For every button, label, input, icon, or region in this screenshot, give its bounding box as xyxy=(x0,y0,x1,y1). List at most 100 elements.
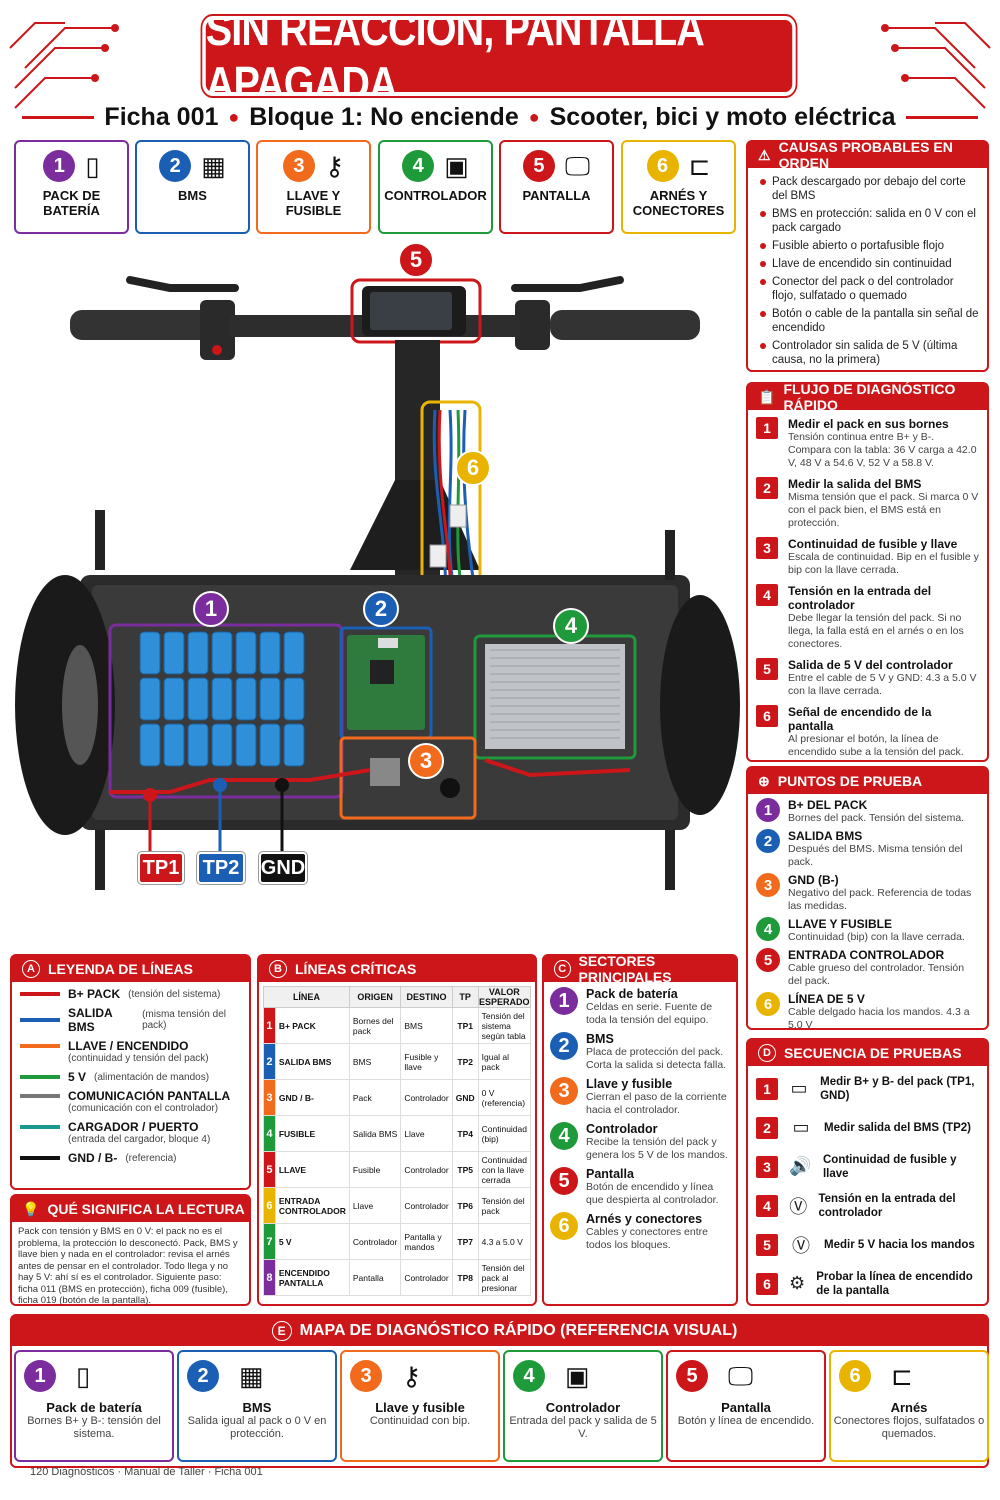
map-card-number: 4 xyxy=(513,1360,545,1392)
map-card-desc: Entrada del pack y salida de 5 V. xyxy=(509,1415,657,1440)
sector-number: 5 xyxy=(550,1167,578,1195)
test-point-title: SALIDA BMS xyxy=(788,829,863,843)
sequence-title: SECUENCIA DE PRUEBAS xyxy=(784,1045,962,1061)
step-title: Medir el pack en sus bornes xyxy=(788,417,949,431)
component-number: 3 xyxy=(282,150,315,182)
cell-origen: Salida BMS xyxy=(348,1115,402,1152)
legend-name: LLAVE / ENCENDIDO xyxy=(68,1039,189,1053)
battery-cell xyxy=(211,723,233,767)
col-linea: LÍNEA xyxy=(263,986,350,1008)
callout-4: 4 xyxy=(553,608,589,644)
test-point-desc: Cable grueso del controlador. Tensión de… xyxy=(788,962,965,987)
cell-linea: 5 V xyxy=(274,1223,350,1260)
legend-title: LEYENDA DE LÍNEAS xyxy=(48,961,193,977)
component-box-3: 3⚷LLAVE Y FUSIBLE xyxy=(256,140,371,234)
section-letter-b: B xyxy=(269,960,287,978)
sector-desc: Cables y conectores entre todos los bloq… xyxy=(586,1226,708,1251)
row-number: 6 xyxy=(263,1187,276,1224)
cell-tp: TP2 xyxy=(451,1043,479,1080)
battery-cell xyxy=(211,677,233,721)
cell-tp: GND xyxy=(451,1079,479,1116)
cell-linea: ENTRADA CONTROLADOR xyxy=(274,1187,350,1224)
test-point-desc: Cable delgado hacia los mandos. 4.3 a 5.… xyxy=(788,1006,970,1031)
cell-origen: Pantalla xyxy=(348,1259,402,1296)
voltage-probe-icon: Ⓥ xyxy=(789,1196,808,1217)
causes-panel: ⚠CAUSAS PROBABLES EN ORDEN Pack descarga… xyxy=(746,139,989,372)
subtitle: Ficha 001 ● Bloque 1: No enciende ● Scoo… xyxy=(0,100,1000,134)
map-card-desc: Salida igual al pack o 0 V en protección… xyxy=(187,1415,327,1440)
cell-linea: ENCENDIDO PANTALLA xyxy=(274,1259,350,1296)
callout-2: 2 xyxy=(363,591,399,627)
map-card-title: BMS xyxy=(242,1400,272,1415)
legend-item: CARGADOR / PUERTO(entrada del cargador, … xyxy=(20,1120,241,1146)
legend-item: GND / B-(referencia) xyxy=(20,1151,241,1165)
component-number: 1 xyxy=(43,150,76,182)
battery-cell xyxy=(187,631,209,675)
map-card-title: Controlador xyxy=(545,1400,621,1415)
step-desc: Escala de continuidad. Bip en el fusible… xyxy=(788,551,979,576)
component-box-1: 1▯PACK DE BATERÍA xyxy=(14,140,129,234)
callout-3: 3 xyxy=(408,743,444,779)
legend-item: COMUNICACIÓN PANTALLA(comunicación con e… xyxy=(20,1089,241,1115)
sequence-number: 3 xyxy=(756,1155,778,1178)
sector-title: BMS xyxy=(586,1032,614,1046)
map-card-title: Llave y fusible xyxy=(375,1400,465,1415)
legend-sub: (misma tensión del pack) xyxy=(142,1009,226,1031)
cell-linea: GND / B- xyxy=(274,1079,350,1116)
sector-title: Controlador xyxy=(586,1122,658,1136)
col-tp: TP xyxy=(451,986,479,1008)
map-card-number: 3 xyxy=(350,1360,382,1392)
battery-cell xyxy=(187,723,209,767)
map-card-desc: Conectores flojos, sulfatados o quemados… xyxy=(833,1415,985,1440)
map-card-title: Arnés xyxy=(890,1400,928,1415)
cell-linea: LLAVE xyxy=(274,1151,350,1188)
row-number: 1 xyxy=(263,1007,276,1044)
row-number: 7 xyxy=(263,1223,276,1260)
map-card-desc: Bornes B+ y B-: tensión del sistema. xyxy=(27,1415,161,1440)
map-card-number: 5 xyxy=(676,1360,708,1392)
legend-name: SALIDA BMS xyxy=(68,1006,113,1034)
battery-icon: ▯ xyxy=(85,151,100,181)
legend-sub: (alimentación de mandos) xyxy=(94,1071,210,1083)
cell-destino: Controlador xyxy=(400,1151,453,1188)
section-letter-d: D xyxy=(758,1044,776,1062)
sequence-number: 4 xyxy=(756,1194,778,1217)
step-desc: Entre el cable de 5 V y GND: 4.3 a 5.0 V… xyxy=(788,672,977,697)
test-point-desc: Negativo del pack. Referencia de todas l… xyxy=(788,887,972,912)
cell-linea: SALIDA BMS xyxy=(274,1043,350,1080)
reading-title: QUÉ SIGNIFICA LA LECTURA xyxy=(47,1201,245,1217)
battery-icon: ▯ xyxy=(76,1361,91,1391)
cell-origen: Fusible xyxy=(348,1151,402,1188)
chip-icon: ▦ xyxy=(201,151,226,181)
step-number: 1 xyxy=(756,417,778,439)
gear-icon: ⚙ xyxy=(789,1273,806,1293)
cell-origen: Bornes del pack xyxy=(348,1007,402,1044)
component-label: ARNÉS Y CONECTORES xyxy=(632,188,725,218)
sector-number: 2 xyxy=(550,1032,578,1060)
legend-item: B+ PACK(tensión del sistema) xyxy=(20,987,241,1001)
tp2-tag: TP2 xyxy=(196,851,246,885)
battery-cell xyxy=(283,677,305,721)
cell-destino: Controlador xyxy=(400,1187,453,1224)
cell-destino: BMS xyxy=(400,1007,453,1044)
battery-cell xyxy=(259,631,281,675)
cell-origen: Pack xyxy=(348,1079,402,1116)
voltage-probe-icon: Ⓥ xyxy=(792,1235,810,1256)
component-label: CONTROLADOR xyxy=(384,188,487,203)
battery-cell xyxy=(211,631,233,675)
gnd-tag: GND xyxy=(258,851,308,885)
step-number: 6 xyxy=(756,705,778,727)
page-title: SIN REACCIÓN, PANTALLA APAGADA xyxy=(200,3,798,109)
